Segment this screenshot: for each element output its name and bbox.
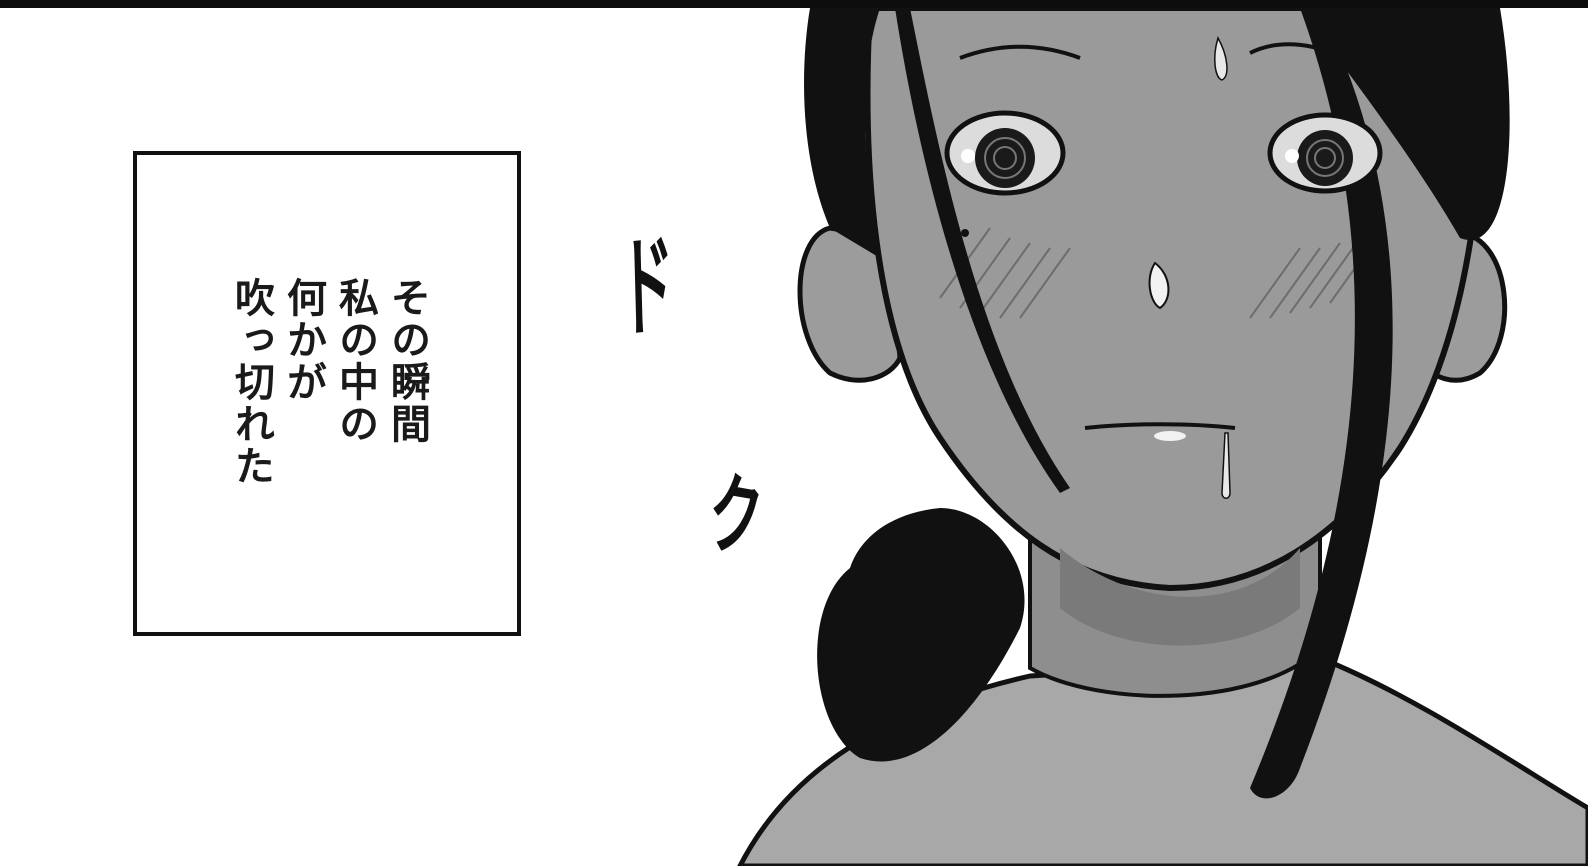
hair-top xyxy=(804,8,880,258)
ponytail xyxy=(817,508,1025,762)
drool xyxy=(1221,432,1231,499)
sweat-drop xyxy=(1214,36,1228,81)
mole xyxy=(961,229,969,237)
neck-shadow xyxy=(1060,548,1300,646)
hair-strand-right xyxy=(1250,8,1393,799)
narration-text: その瞬間 私の中の 何かが 吹っ切れた xyxy=(225,277,433,487)
character-illustration xyxy=(737,8,1588,866)
right-eye xyxy=(1267,112,1383,194)
left-ear xyxy=(797,225,903,383)
hair-strand xyxy=(895,8,1070,493)
panel-top-border xyxy=(0,0,1588,8)
mouth xyxy=(1084,422,1236,430)
narration-line-3: 何かが xyxy=(280,277,326,403)
right-eyebrow xyxy=(1249,42,1352,65)
left-eyebrow xyxy=(959,44,1081,60)
narration-box: その瞬間 私の中の 何かが 吹っ切れた xyxy=(133,151,521,636)
teeth xyxy=(1154,431,1186,441)
hair-right xyxy=(1300,8,1510,241)
narration-line-4: 吹っ切れた xyxy=(228,277,274,487)
narration-line-2: 私の中の xyxy=(332,277,378,445)
nose-highlight xyxy=(1148,261,1170,310)
narration-line-1: その瞬間 xyxy=(384,277,430,445)
left-eye xyxy=(944,110,1066,196)
